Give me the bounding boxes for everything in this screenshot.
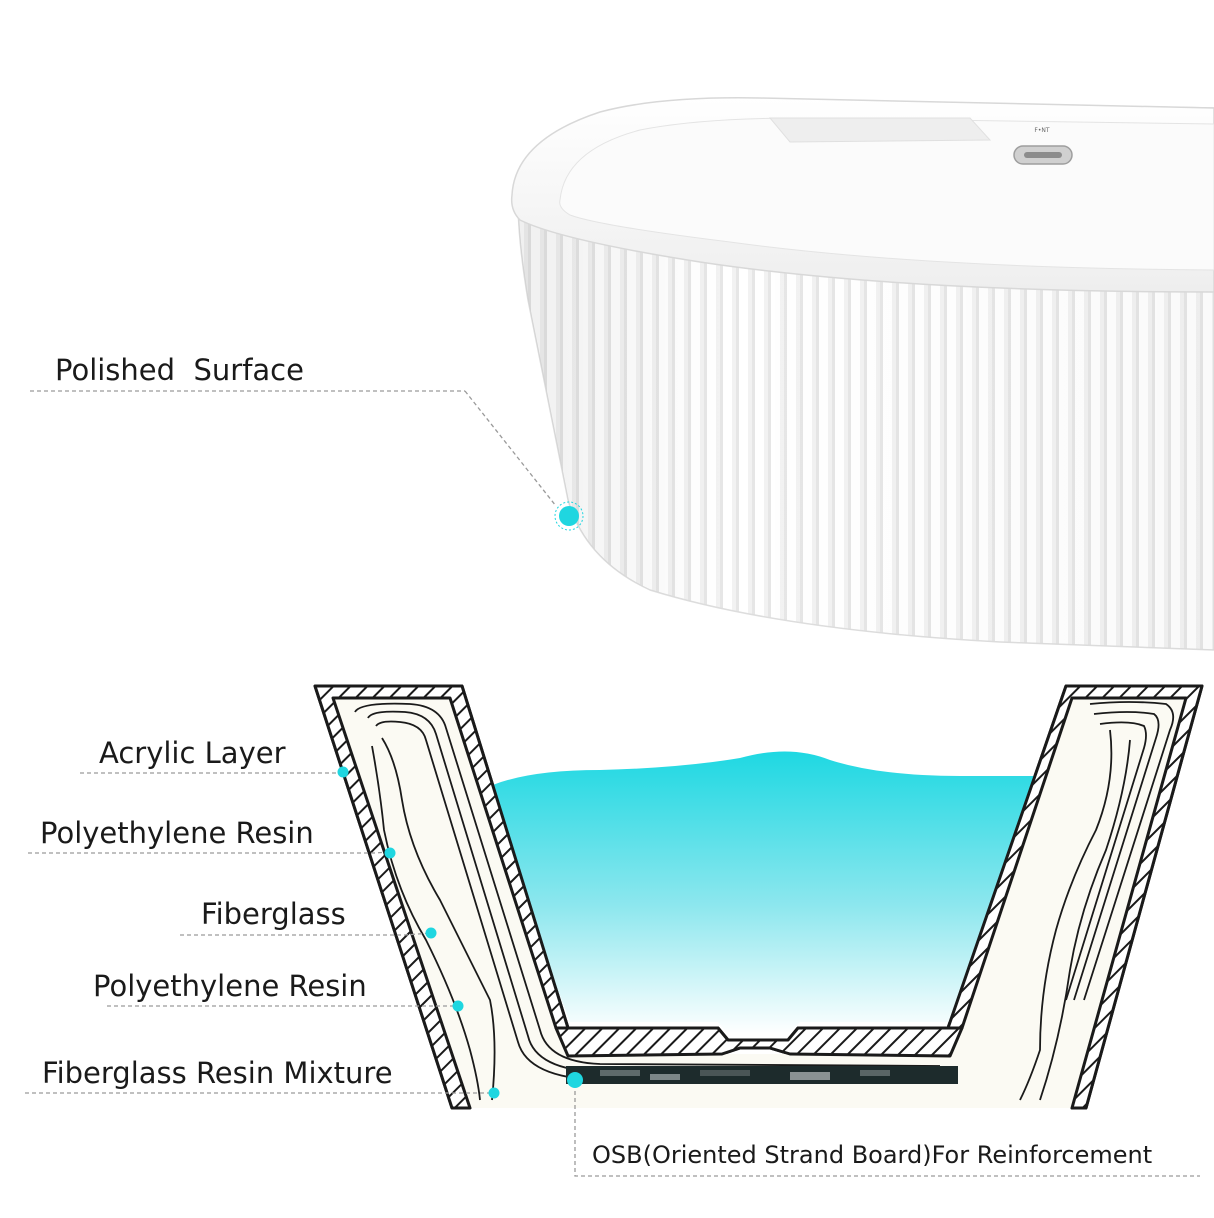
dot-marker-icon	[567, 1072, 583, 1088]
bathtub-photo: F•NT	[510, 97, 1214, 651]
label-polyethylene-resin-2: Polyethylene Resin	[93, 969, 367, 1003]
label-polyethylene-resin-1: Polyethylene Resin	[40, 816, 314, 850]
cross-section-diagram	[313, 684, 1204, 1110]
dot-marker-icon	[384, 847, 396, 859]
dot-marker-icon	[452, 1000, 464, 1012]
dot-marker-icon	[425, 927, 437, 939]
polished-surface-marker	[559, 506, 579, 526]
label-acrylic-layer: Acrylic Layer	[99, 736, 286, 770]
label-fiberglass-resin-mixture: Fiberglass Resin Mixture	[42, 1056, 393, 1090]
dot-marker-icon	[488, 1087, 500, 1099]
polished-surface-callout	[30, 390, 584, 531]
label-osb-reinforcement: OSB(Oriented Strand Board)For Reinforcem…	[592, 1141, 1153, 1169]
circle-marker-icon	[554, 501, 584, 531]
layer-markers	[337, 766, 583, 1099]
label-polished-surface: Polished Surface	[55, 353, 304, 387]
brand-mark: F•NT	[1034, 127, 1049, 134]
layer-callouts	[25, 772, 1200, 1177]
water-fill	[482, 751, 1036, 1034]
dot-marker-icon	[337, 766, 349, 778]
label-fiberglass: Fiberglass	[201, 897, 346, 931]
